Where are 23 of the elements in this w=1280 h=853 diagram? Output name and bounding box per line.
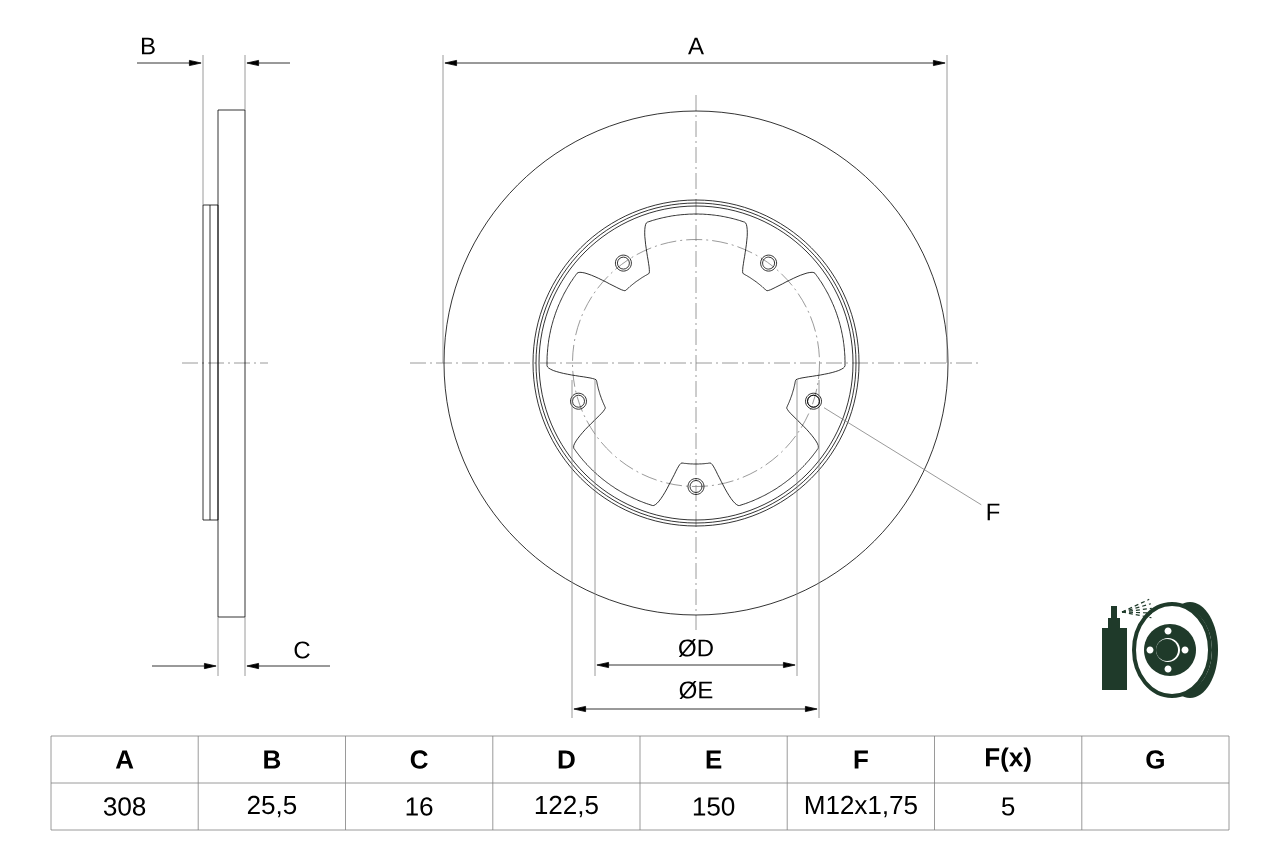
table-cell: 25,5	[247, 795, 297, 818]
leader-line	[823, 407, 982, 506]
dimension-label: ØE	[679, 681, 713, 699]
header-cell: F(x)	[986, 747, 1031, 772]
header-cell: B	[264, 750, 281, 769]
table-cell: 16	[406, 797, 433, 816]
header-cell: E	[706, 750, 722, 769]
dimension-label: A	[688, 37, 704, 55]
bolt-hole	[805, 392, 822, 410]
header-cell: F	[854, 750, 868, 769]
table-cell: 5	[1001, 797, 1015, 816]
callout-label: F	[987, 503, 1000, 521]
table-cell: 122,5	[535, 795, 598, 818]
header-cell: G	[1146, 750, 1164, 769]
dimension-label: B	[142, 37, 155, 55]
header-cell: A	[115, 750, 134, 769]
header-cell: D	[558, 750, 575, 769]
table-cell: M12x1,75	[805, 795, 917, 818]
header-cell: C	[410, 750, 428, 769]
table-cell: 150	[693, 797, 735, 816]
table-cell: 308	[103, 797, 146, 816]
dimension-label: C	[294, 641, 310, 659]
dimension-label: ØD	[678, 639, 713, 657]
